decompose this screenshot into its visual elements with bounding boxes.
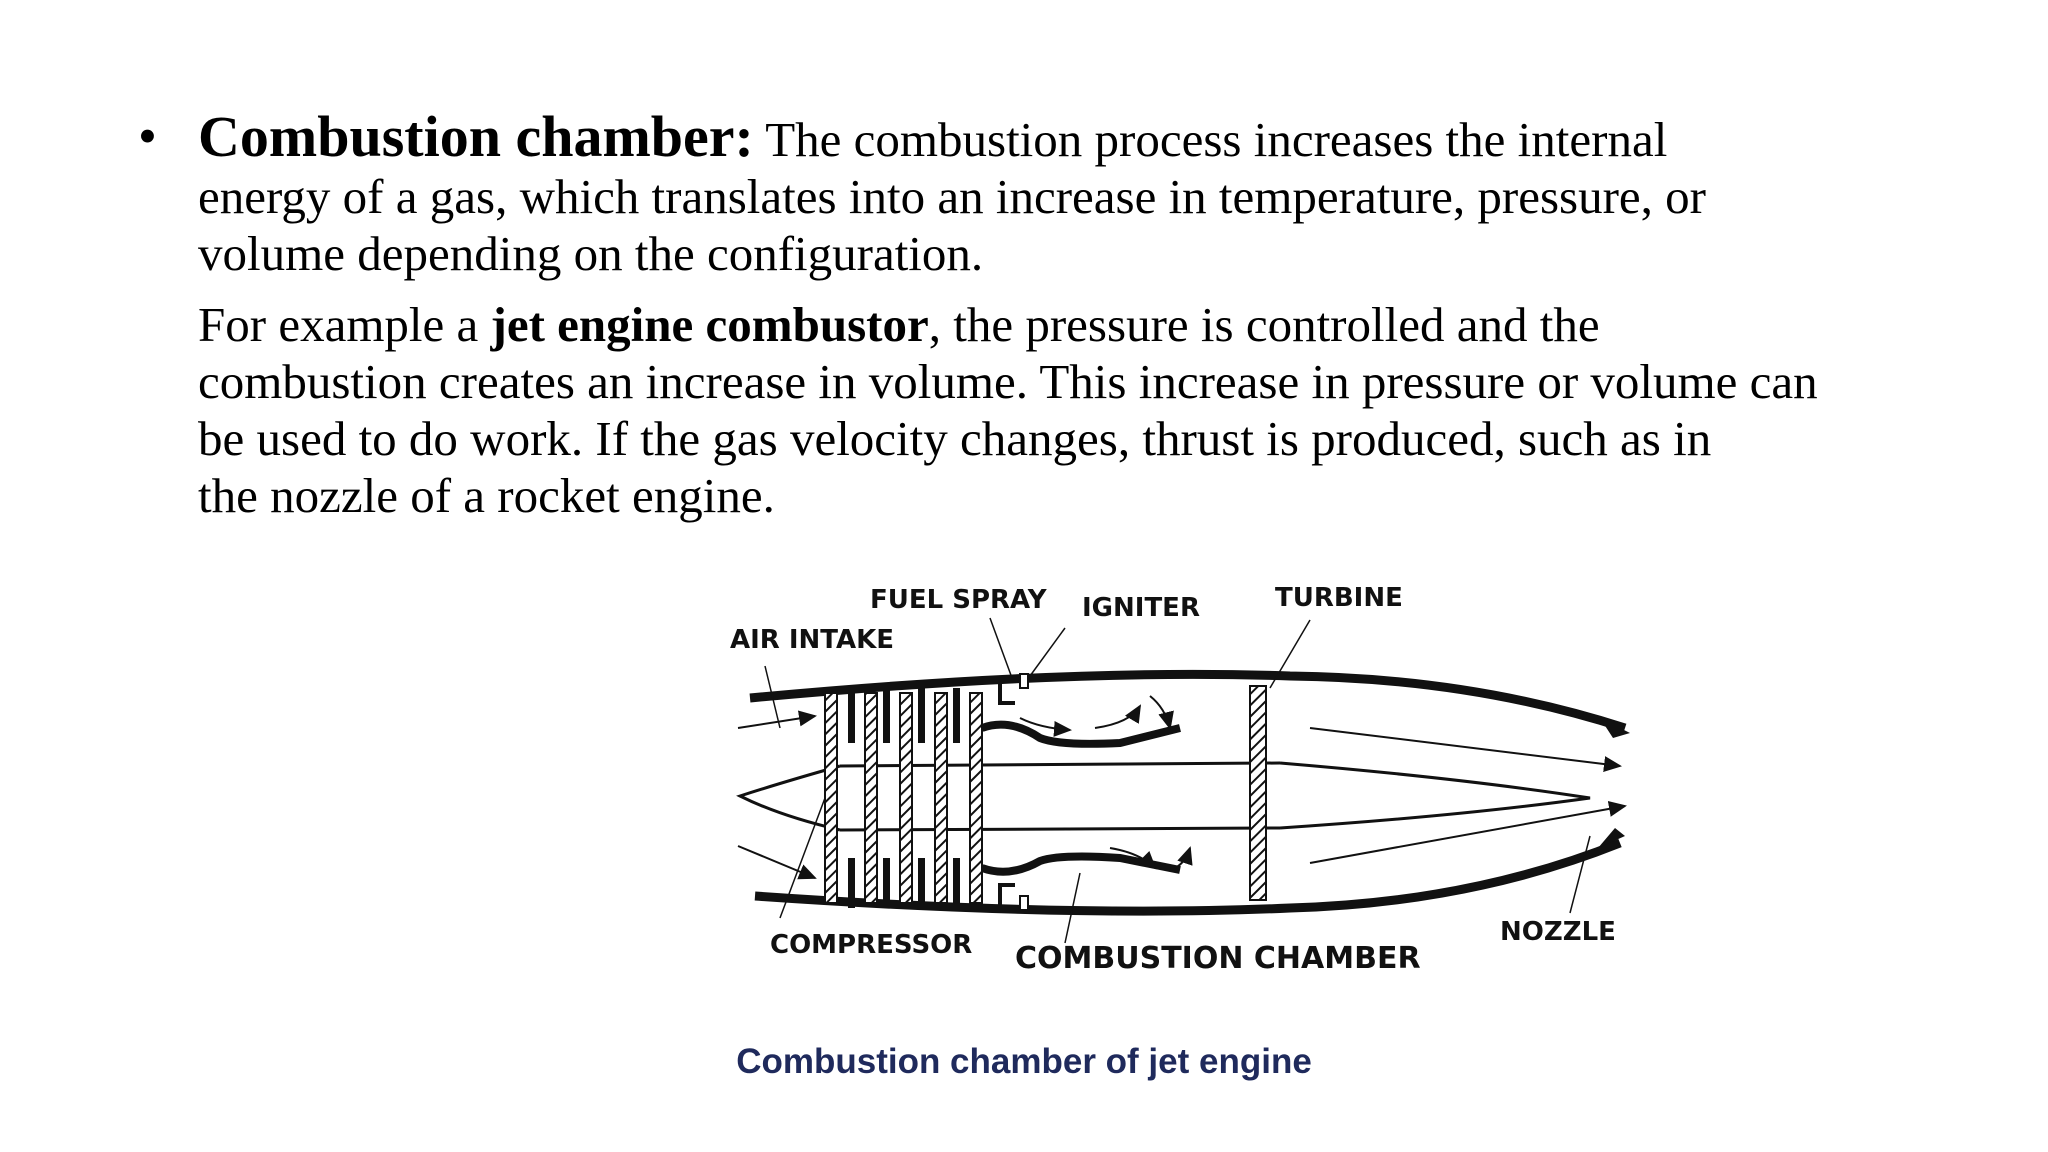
leader-line [1029,627,1066,677]
casing-bottom [754,838,1622,916]
flow-arrow [737,710,817,729]
bullet-block: • Combustion chamber: The combustion pro… [138,108,1958,524]
compressor-blade [824,692,838,904]
flow-arrow [1149,695,1174,730]
compressor-blade [864,692,878,904]
igniter-bottom [1019,895,1029,911]
compressor-blade [969,692,983,904]
casing-top [749,669,1627,733]
para1-line-3: volume depending on the configuration. [198,226,984,281]
leader-line [1269,619,1311,689]
label-compressor: COMPRESSOR [770,930,972,960]
turbine-blade [1249,685,1267,901]
stator-vane [953,688,960,743]
nozzle-lip-bottom [1598,828,1625,848]
bullet-dot: • [138,106,157,166]
label-air-intake: AIR INTAKE [730,625,894,655]
para2-prefix: For example a [198,297,491,352]
para1-line-2: energy of a gas, which translates into a… [198,169,1706,224]
leader-line [1064,872,1081,944]
figure-caption: Combustion chamber of jet engine [736,1042,1312,1081]
stator-vane [918,858,925,908]
flow-arrow [1309,800,1627,864]
flow-arrow [1094,704,1142,729]
flow-arrow [737,845,817,880]
combustor-liner-bottom [980,852,1181,876]
igniter-top [1019,673,1029,689]
leader-line [779,797,826,919]
label-igniter: IGNITER [1082,593,1200,623]
stator-vane [953,858,960,908]
label-nozzle: NOZZLE [1500,917,1616,947]
definition-paragraph: Combustion chamber: The combustion proce… [198,108,1958,282]
nozzle-lip-top [1600,718,1630,738]
compressor-blade [934,692,948,904]
stator-vane [918,688,925,743]
combustor-liner-top [980,720,1181,748]
flow-arrow [1309,727,1622,772]
label-fuel-spray: FUEL SPRAY [870,585,1048,615]
stator-vane [848,858,855,908]
fuel-injector-bottom [998,883,1015,908]
example-paragraph: For example a jet engine combustor, the … [198,296,1958,524]
compressor-blade [899,692,913,904]
para2-bold-term: jet engine combustor [490,297,929,352]
leader-line [989,617,1013,679]
flow-arrow [1174,846,1193,869]
para2-line-3: be used to do work. If the gas velocity … [198,411,1712,466]
label-turbine: TURBINE [1275,583,1403,613]
para2-line-1-rest: , the pressure is controlled and the [928,297,1600,352]
stator-vane [883,688,890,743]
flow-arrow [1019,717,1072,737]
para1-line-1: The combustion process increases the int… [753,112,1668,167]
stator-vane [848,688,855,743]
para2-line-4: the nozzle of a rocket engine. [198,468,775,523]
tail-cone [1279,761,1591,830]
shaft-bottom [839,826,1281,832]
jet-engine-diagram: FUEL SPRAY IGNITER TURBINE AIR INTAKE CO… [730,583,1630,976]
fuel-injector-top [998,678,1015,705]
term-heading: Combustion chamber: [198,104,754,169]
para2-line-2: combustion creates an increase in volume… [198,354,1818,409]
flow-arrow [1109,847,1157,870]
label-combustion-chamber: COMBUSTION CHAMBER [1015,941,1421,976]
leader-line [1569,835,1591,914]
shaft-top [839,761,1281,768]
leader-line [764,665,781,729]
inlet-cone [736,764,841,832]
stator-vane [883,858,890,908]
